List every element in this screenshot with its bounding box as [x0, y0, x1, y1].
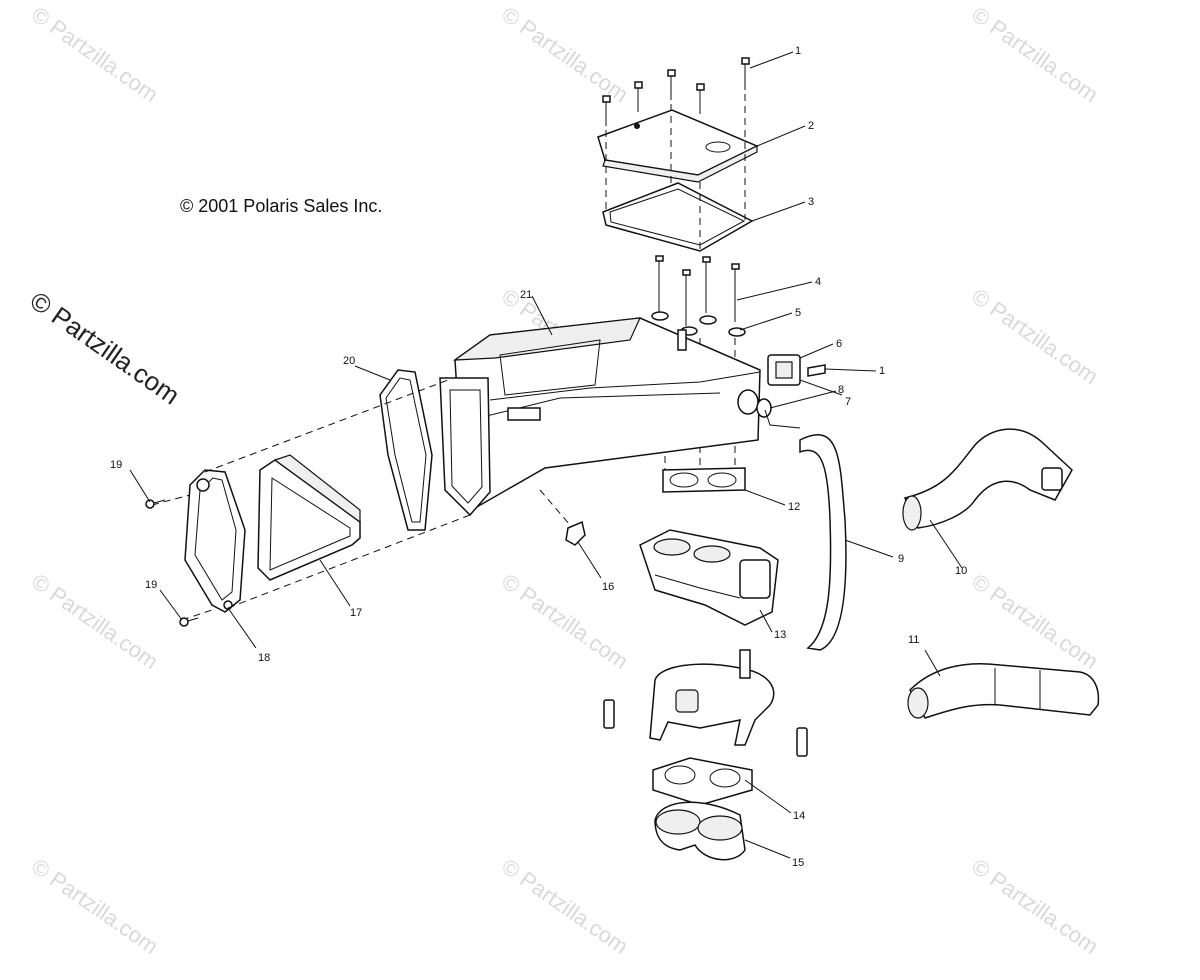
top-screws: [602, 57, 750, 126]
callout-19a: 19: [110, 459, 122, 471]
callout-9: 9: [898, 553, 904, 565]
watermark-lr: © Partzilla.com: [967, 569, 1103, 675]
callout-1a: 1: [795, 45, 801, 57]
airbox-lid: [184, 469, 246, 613]
watermark-main: © Partzilla.com: [25, 285, 186, 410]
callout-14: 14: [793, 810, 805, 822]
callout-18: 18: [258, 652, 270, 664]
drain-valve: [539, 489, 586, 546]
callout-15: 15: [792, 857, 804, 869]
throttle-body-gasket: [662, 467, 746, 493]
callout-8: 8: [838, 384, 844, 396]
hose: [764, 409, 847, 651]
callout-4: 4: [815, 276, 821, 288]
callout-11: 11: [908, 634, 919, 646]
washers: [651, 311, 746, 337]
watermark-tl: © Partzilla.com: [27, 2, 163, 108]
intake-tube-upper: [902, 428, 1073, 531]
callout-16: 16: [602, 581, 614, 593]
callout-12: 12: [788, 501, 800, 513]
callout-7: 7: [845, 396, 851, 408]
callout-19b: 19: [145, 579, 157, 591]
watermark-bl: © Partzilla.com: [27, 854, 163, 960]
watermark-tr: © Partzilla.com: [967, 2, 1103, 108]
copyright-text: © 2001 Polaris Sales Inc.: [180, 196, 382, 216]
callout-6: 6: [836, 338, 842, 350]
callout-20: 20: [343, 355, 355, 367]
callout-21: 21: [520, 289, 532, 301]
callout-10: 10: [955, 565, 967, 577]
cover-plate: [597, 109, 759, 183]
watermark-layer: © Partzilla.com © Partzilla.com © Partzi…: [27, 2, 1103, 960]
intake-tube-lower: [907, 662, 1100, 719]
callout-1b: 1: [879, 365, 885, 377]
long-bolts: [655, 255, 740, 326]
airbox-body: [452, 317, 761, 510]
callout-labels: 1 2 3 4 5 6 1 7 8 9 10 11 12 13 14 15 16…: [110, 45, 967, 869]
watermark-ll: © Partzilla.com: [27, 569, 163, 675]
air-filter: [257, 454, 361, 581]
manifold-gasket: [652, 757, 753, 806]
callout-13: 13: [774, 629, 786, 641]
watermark-tc: © Partzilla.com: [497, 2, 633, 108]
throttle-body: [639, 529, 779, 626]
fuel-rail-assembly: [603, 649, 808, 757]
watermark-mr: © Partzilla.com: [967, 284, 1103, 390]
callout-17: 17: [350, 607, 362, 619]
watermark-bc: © Partzilla.com: [497, 854, 633, 960]
airbox-inlet-frame: [439, 377, 491, 517]
leader-lines: [129, 51, 963, 859]
callout-5: 5: [795, 307, 801, 319]
sensor-fitting: [756, 354, 826, 418]
cover-gasket: [602, 182, 754, 252]
callout-2: 2: [808, 120, 814, 132]
callout-3: 3: [808, 196, 814, 208]
airbox-seal: [379, 369, 433, 531]
intake-boots: [654, 801, 746, 861]
watermark-br: © Partzilla.com: [967, 854, 1103, 960]
